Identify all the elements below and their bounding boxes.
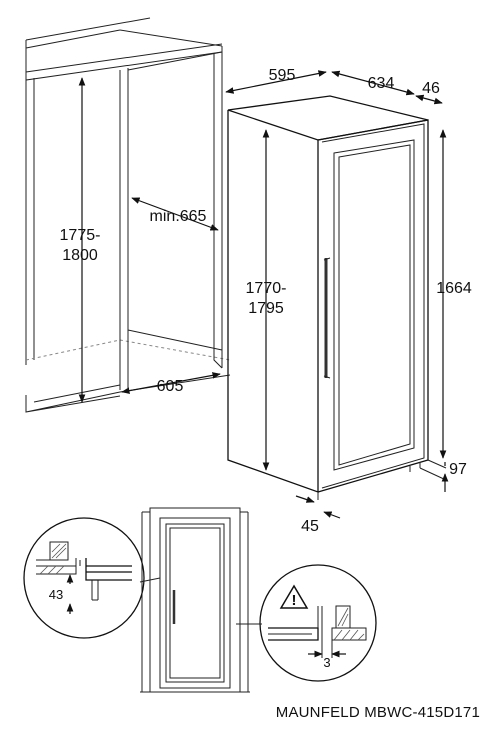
top-gap-label: 43 — [49, 587, 63, 602]
side-gap-dimension: 45 — [295, 495, 341, 535]
niche-width-label: 605 — [157, 378, 184, 395]
foot-height-dimension: 97 — [419, 459, 467, 492]
model-caption: MAUNFELD MBWC-415D171 — [275, 704, 480, 721]
niche-depth-dimension: min.665 — [131, 197, 219, 231]
niche-width-dimension: 605 — [121, 372, 221, 395]
warning-symbol: ! — [292, 592, 297, 609]
door-height-label: 1664 — [436, 280, 472, 297]
side-gap-detail-label: 3 — [323, 655, 330, 670]
door-depth-label: 46 — [422, 80, 440, 97]
niche-depth-label: min.665 — [150, 208, 207, 225]
niche-height-label-2: 1800 — [62, 247, 98, 264]
appliance-height-dimension: 1770- 1795 — [246, 129, 287, 471]
niche-height-dimension: 1775- 1800 — [60, 77, 101, 403]
appliance-depth-dimension: 634 — [331, 70, 415, 96]
niche-height-label-1: 1775- — [60, 227, 101, 244]
appliance-depth-label: 634 — [368, 75, 395, 92]
foot-height-label: 97 — [449, 461, 467, 478]
appliance-height-label-2: 1795 — [248, 300, 284, 317]
appliance-width-label: 595 — [269, 67, 296, 84]
door-depth-dimension: 46 — [415, 80, 443, 105]
warning-triangle-icon — [279, 584, 309, 609]
side-gap-label: 45 — [301, 518, 319, 535]
appliance-width-dimension: 595 — [225, 67, 327, 94]
wine-cabinet — [227, 95, 429, 500]
side-gap-detail: ! 3 — [236, 564, 377, 682]
door-handle-icon — [323, 257, 331, 379]
door-height-dimension: 1664 — [436, 129, 472, 459]
appliance-height-label-1: 1770- — [246, 280, 287, 297]
built-in-front-view — [140, 507, 250, 693]
top-gap-detail: 43 — [23, 517, 161, 639]
